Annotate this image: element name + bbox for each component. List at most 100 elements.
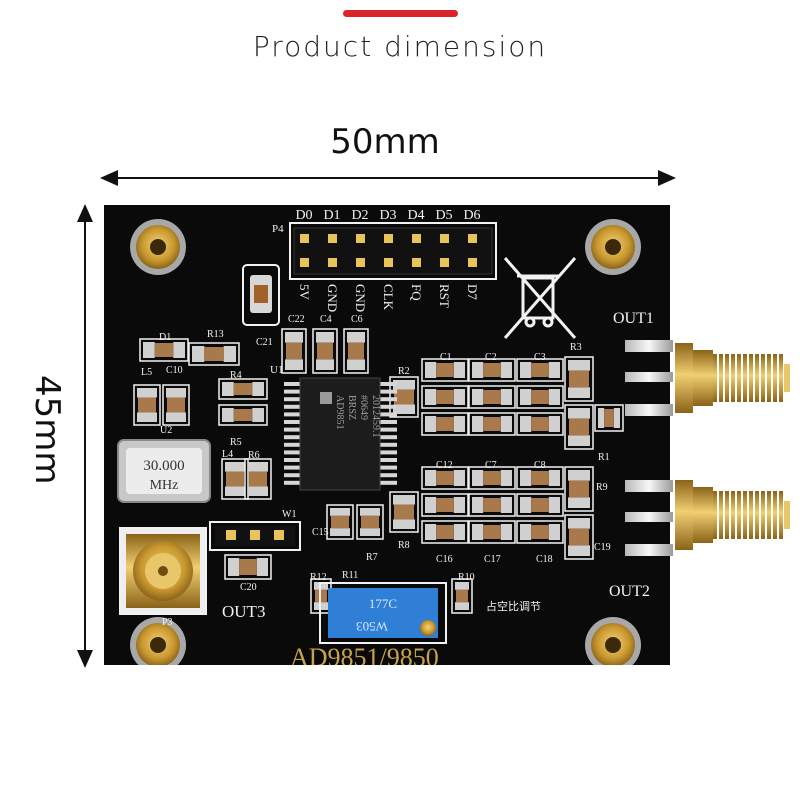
chip-marking: AD9851: [334, 395, 345, 429]
reference-designator: C12: [436, 460, 453, 471]
sma-thread: [749, 354, 753, 402]
ic-pin: [380, 420, 397, 424]
reference-designator: C4: [320, 314, 332, 325]
duty-cycle-label: 占空比调节: [486, 599, 541, 613]
ic-pin: [284, 442, 301, 447]
header-pin-label-top: D3: [379, 208, 396, 223]
weee-bin-icon: [503, 257, 577, 339]
ic-pin: [284, 427, 301, 432]
header-pin-label-top: D4: [407, 208, 424, 223]
reference-designator: C8: [534, 460, 546, 471]
reference-designator: R5: [230, 437, 242, 448]
header-pin: [384, 234, 393, 243]
ic-pin: [380, 465, 397, 470]
chip-marking: 2012459.1: [370, 395, 381, 438]
ic-pin: [284, 458, 301, 462]
header-ref: P4: [272, 223, 284, 235]
reference-designator: P3: [162, 617, 173, 628]
smd-components: [133, 328, 624, 614]
header-pin-label-top: D5: [435, 208, 452, 223]
ic-pin: [284, 412, 301, 417]
reference-designator: R3: [570, 342, 582, 353]
trimmer-bottom-text: W503: [356, 619, 388, 634]
reference-designator: W1: [282, 509, 296, 520]
header-pin: [300, 234, 309, 243]
sma-thread: [773, 354, 777, 402]
header-pin: [356, 234, 365, 243]
ic-pin: [284, 404, 301, 409]
ic-pin: [380, 480, 397, 485]
reference-designator: C21: [256, 337, 273, 348]
sma-thread: [725, 491, 729, 539]
sma-thread: [731, 354, 735, 402]
header-pin-label-top: D6: [463, 208, 480, 223]
header-pin-label-top: D0: [295, 208, 312, 223]
header-pin-label-bottom: D7: [465, 284, 480, 300]
sma-thread: [779, 491, 783, 539]
ic-pin: [284, 473, 301, 478]
reference-designator: R13: [207, 329, 224, 340]
ic-pin: [380, 473, 397, 478]
chip-ref: U1: [270, 364, 283, 376]
sma-thread: [737, 354, 741, 402]
ic-pin: [380, 427, 397, 432]
sma-thread: [731, 491, 735, 539]
trimmer-top-text: 177C: [369, 596, 397, 611]
reference-designator: C16: [436, 554, 453, 565]
sma-thread: [719, 354, 723, 402]
reference-designator: U2: [160, 425, 172, 436]
sma-thread: [755, 354, 759, 402]
header-pin-label-bottom: 5V: [297, 284, 312, 301]
out3-label: OUT3: [222, 602, 265, 621]
sma-thread: [725, 354, 729, 402]
header-pin-label-top: D1: [323, 208, 340, 223]
header-pin: [328, 234, 337, 243]
ic-pin: [284, 465, 301, 470]
reference-designator: R1: [598, 452, 610, 463]
reference-designator: R2: [398, 366, 410, 377]
sma-thread: [773, 491, 777, 539]
header-pin: [412, 234, 421, 243]
ic-pin: [284, 382, 301, 386]
reference-designator: C2: [485, 352, 497, 363]
header-pin: [328, 258, 337, 267]
reference-designator: C17: [484, 554, 501, 565]
out2-label: OUT2: [609, 583, 650, 600]
ic-pin: [284, 435, 301, 440]
mounting-holes: [130, 219, 641, 673]
ic-pin: [380, 435, 397, 440]
header-pin: [384, 258, 393, 267]
reference-designator: C7: [485, 460, 497, 471]
reference-designator: D1: [159, 332, 171, 343]
header-pin-label-bottom: CLK: [381, 284, 396, 311]
sma-thread: [761, 491, 765, 539]
reference-designator: C1: [440, 352, 452, 363]
ic-pin: [284, 389, 301, 394]
reference-designator: R10: [458, 572, 475, 583]
reference-designator: C6: [351, 314, 363, 325]
sma-connector-out2: [675, 480, 790, 550]
ic-pin: [380, 412, 397, 417]
pin-header: [289, 222, 497, 280]
capacitor-c21: [242, 264, 280, 326]
reference-designator: L5: [141, 367, 152, 378]
ic-pin: [380, 397, 397, 402]
sma-thread: [767, 354, 771, 402]
ic-pin: [284, 450, 301, 455]
header-pin: [468, 234, 477, 243]
oscillator-line1: 30.000: [143, 458, 184, 474]
ic-pin: [284, 420, 301, 424]
reference-designator: R4: [230, 370, 242, 381]
ic-pin: [380, 404, 397, 409]
header-pin: [468, 258, 477, 267]
trimmer-potentiometer: 177C W503: [319, 582, 447, 644]
chip-marking: #0649: [358, 395, 369, 420]
sma-connector-out1: [675, 343, 790, 413]
reference-designator: C15: [312, 527, 329, 538]
reference-designator: R9: [596, 482, 608, 493]
jumper-w1: [209, 521, 301, 551]
reference-designator: L4: [222, 449, 233, 460]
sma-thread: [749, 491, 753, 539]
